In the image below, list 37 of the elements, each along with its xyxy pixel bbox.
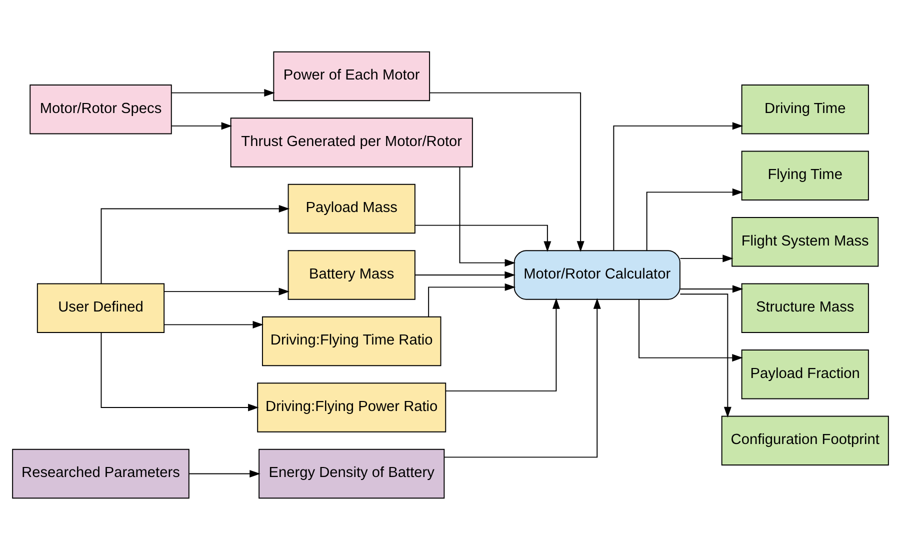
arrow (429, 92, 584, 252)
arrow (414, 224, 552, 252)
node-box: Motor/Rotor Calculator (514, 250, 680, 300)
arrow (459, 166, 516, 267)
node-box: Flight System Mass (732, 217, 879, 267)
node-box: Payload Fraction (741, 350, 869, 400)
arrow (100, 205, 290, 284)
arrow (100, 332, 259, 412)
node-box: Flying Time (741, 150, 869, 200)
node-box: Researched Parameters (12, 448, 190, 499)
arrow (164, 320, 264, 328)
arrow (445, 298, 560, 392)
node-box: Payload Mass (288, 184, 416, 234)
node-box: Thrust Generated per Motor/Rotor (230, 118, 473, 168)
arrow (613, 122, 744, 251)
arrow (414, 271, 516, 279)
arrow (171, 122, 232, 130)
arrow (680, 294, 732, 418)
node-box: Power of Each Motor (273, 51, 430, 102)
arrow (188, 470, 260, 478)
node-box: Driving:Flying Time Ratio (262, 316, 442, 366)
arrow (444, 298, 601, 458)
arrow (646, 188, 744, 252)
arrow (164, 288, 290, 296)
arrow (680, 285, 744, 293)
node-box: Structure Mass (741, 283, 869, 333)
node-box: User Defined (36, 283, 165, 333)
arrow (171, 89, 275, 97)
arrow (638, 298, 743, 362)
node-box: Driving Time (741, 84, 869, 134)
node-box: Driving:Flying Power Ratio (257, 382, 446, 432)
arrow (428, 283, 516, 318)
node-box: Motor/Rotor Specs (30, 84, 172, 134)
arrow (680, 254, 734, 262)
node-box: Energy Density of Battery (258, 448, 445, 499)
node-box: Configuration Footprint (721, 416, 889, 466)
node-box: Battery Mass (288, 250, 416, 300)
